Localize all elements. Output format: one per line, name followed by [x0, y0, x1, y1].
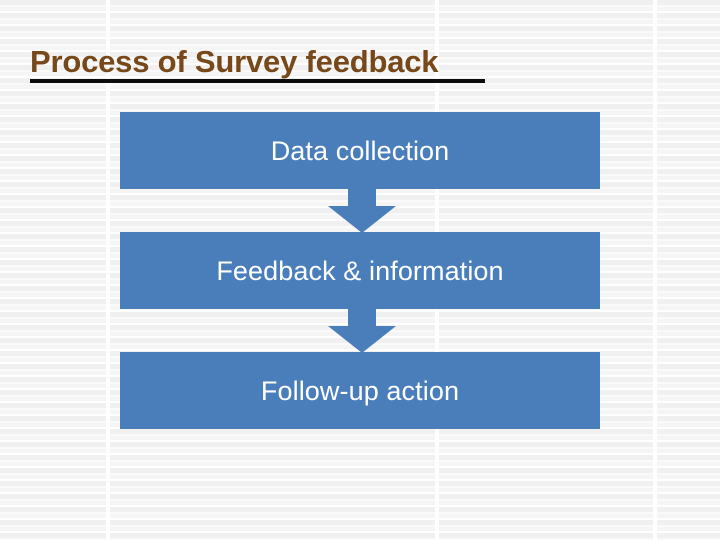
- flow-connector-2: [120, 308, 600, 353]
- process-flowchart: Data collection Feedback & information F…: [120, 112, 600, 429]
- page-title-text: Process of Survey feedback: [30, 44, 439, 79]
- flow-connector-1: [120, 188, 600, 233]
- flow-step-1[interactable]: Data collection: [120, 112, 600, 189]
- down-arrow-icon: [328, 308, 396, 353]
- page-title: Process of Survey feedback: [30, 44, 485, 83]
- flow-step-2[interactable]: Feedback & information: [120, 232, 600, 309]
- flow-step-1-label: Data collection: [270, 135, 450, 166]
- flow-step-3[interactable]: Follow-up action: [120, 352, 600, 429]
- flow-step-2-label: Feedback & information: [216, 255, 504, 286]
- title-underline: [30, 79, 485, 83]
- down-arrow-icon: [328, 188, 396, 233]
- flow-step-3-label: Follow-up action: [260, 375, 460, 406]
